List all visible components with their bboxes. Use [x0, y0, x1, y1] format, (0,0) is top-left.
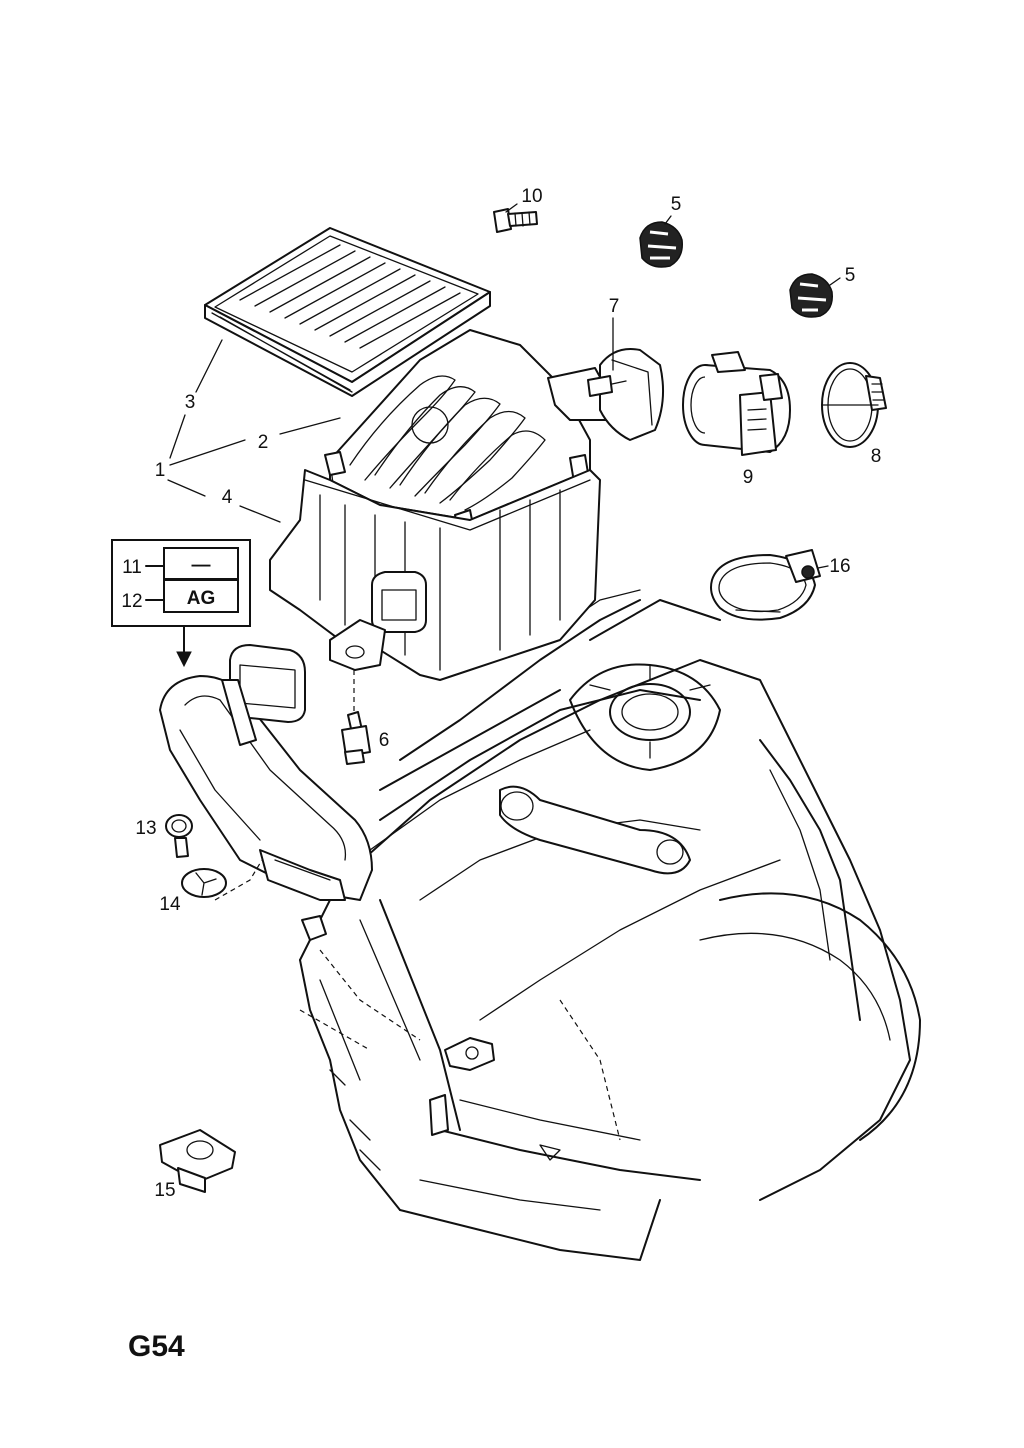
callout-8: 8 [871, 446, 882, 467]
clip-part-13 [165, 814, 193, 858]
callout-9: 9 [743, 467, 754, 488]
clip-nut-part-15 [159, 1129, 236, 1193]
callout-5-upper: 5 [671, 194, 682, 215]
variant-code-12: AG [187, 588, 216, 609]
callout-labels: 1 2 3 4 5 5 6 7 8 9 10 11 12 13 14 15 16 [121, 186, 881, 1201]
callout-15: 15 [154, 1180, 175, 1201]
hidden-line [214, 859, 263, 901]
callout-6: 6 [379, 730, 390, 751]
hose-clamp-part-16 [710, 549, 821, 621]
variant-code-box: — AG [111, 539, 251, 668]
callout-10: 10 [521, 186, 542, 207]
callout-5-lower: 5 [845, 265, 856, 286]
clip-part-14 [181, 868, 227, 898]
callout-12: 12 [121, 591, 142, 612]
engine-bay-body [299, 589, 921, 1261]
callout-16: 16 [829, 556, 850, 577]
drain-valve-part-6 [341, 670, 371, 765]
callout-13: 13 [135, 818, 156, 839]
air-cleaner-housing-lower [269, 469, 601, 681]
hose-clamp-part-8 [821, 362, 887, 448]
air-mass-meter [682, 351, 791, 456]
bolt-part-10 [493, 208, 538, 233]
outlet-duct-with-bolt [587, 348, 664, 441]
callout-7: 7 [609, 296, 620, 317]
leader-lines [167, 203, 841, 569]
callout-4: 4 [222, 487, 233, 508]
grommet-part-5-upper [639, 221, 683, 268]
callout-2: 2 [258, 432, 269, 453]
intake-duct [159, 644, 373, 901]
grommet-part-5-lower [789, 273, 833, 318]
callout-14: 14 [159, 894, 181, 915]
callout-3: 3 [185, 392, 196, 413]
callout-11: 11 [122, 557, 142, 578]
callout-1: 1 [155, 460, 166, 481]
page-code: G54 [128, 1330, 185, 1363]
air-filter-element [204, 227, 491, 397]
variant-code-11: — [192, 555, 211, 576]
